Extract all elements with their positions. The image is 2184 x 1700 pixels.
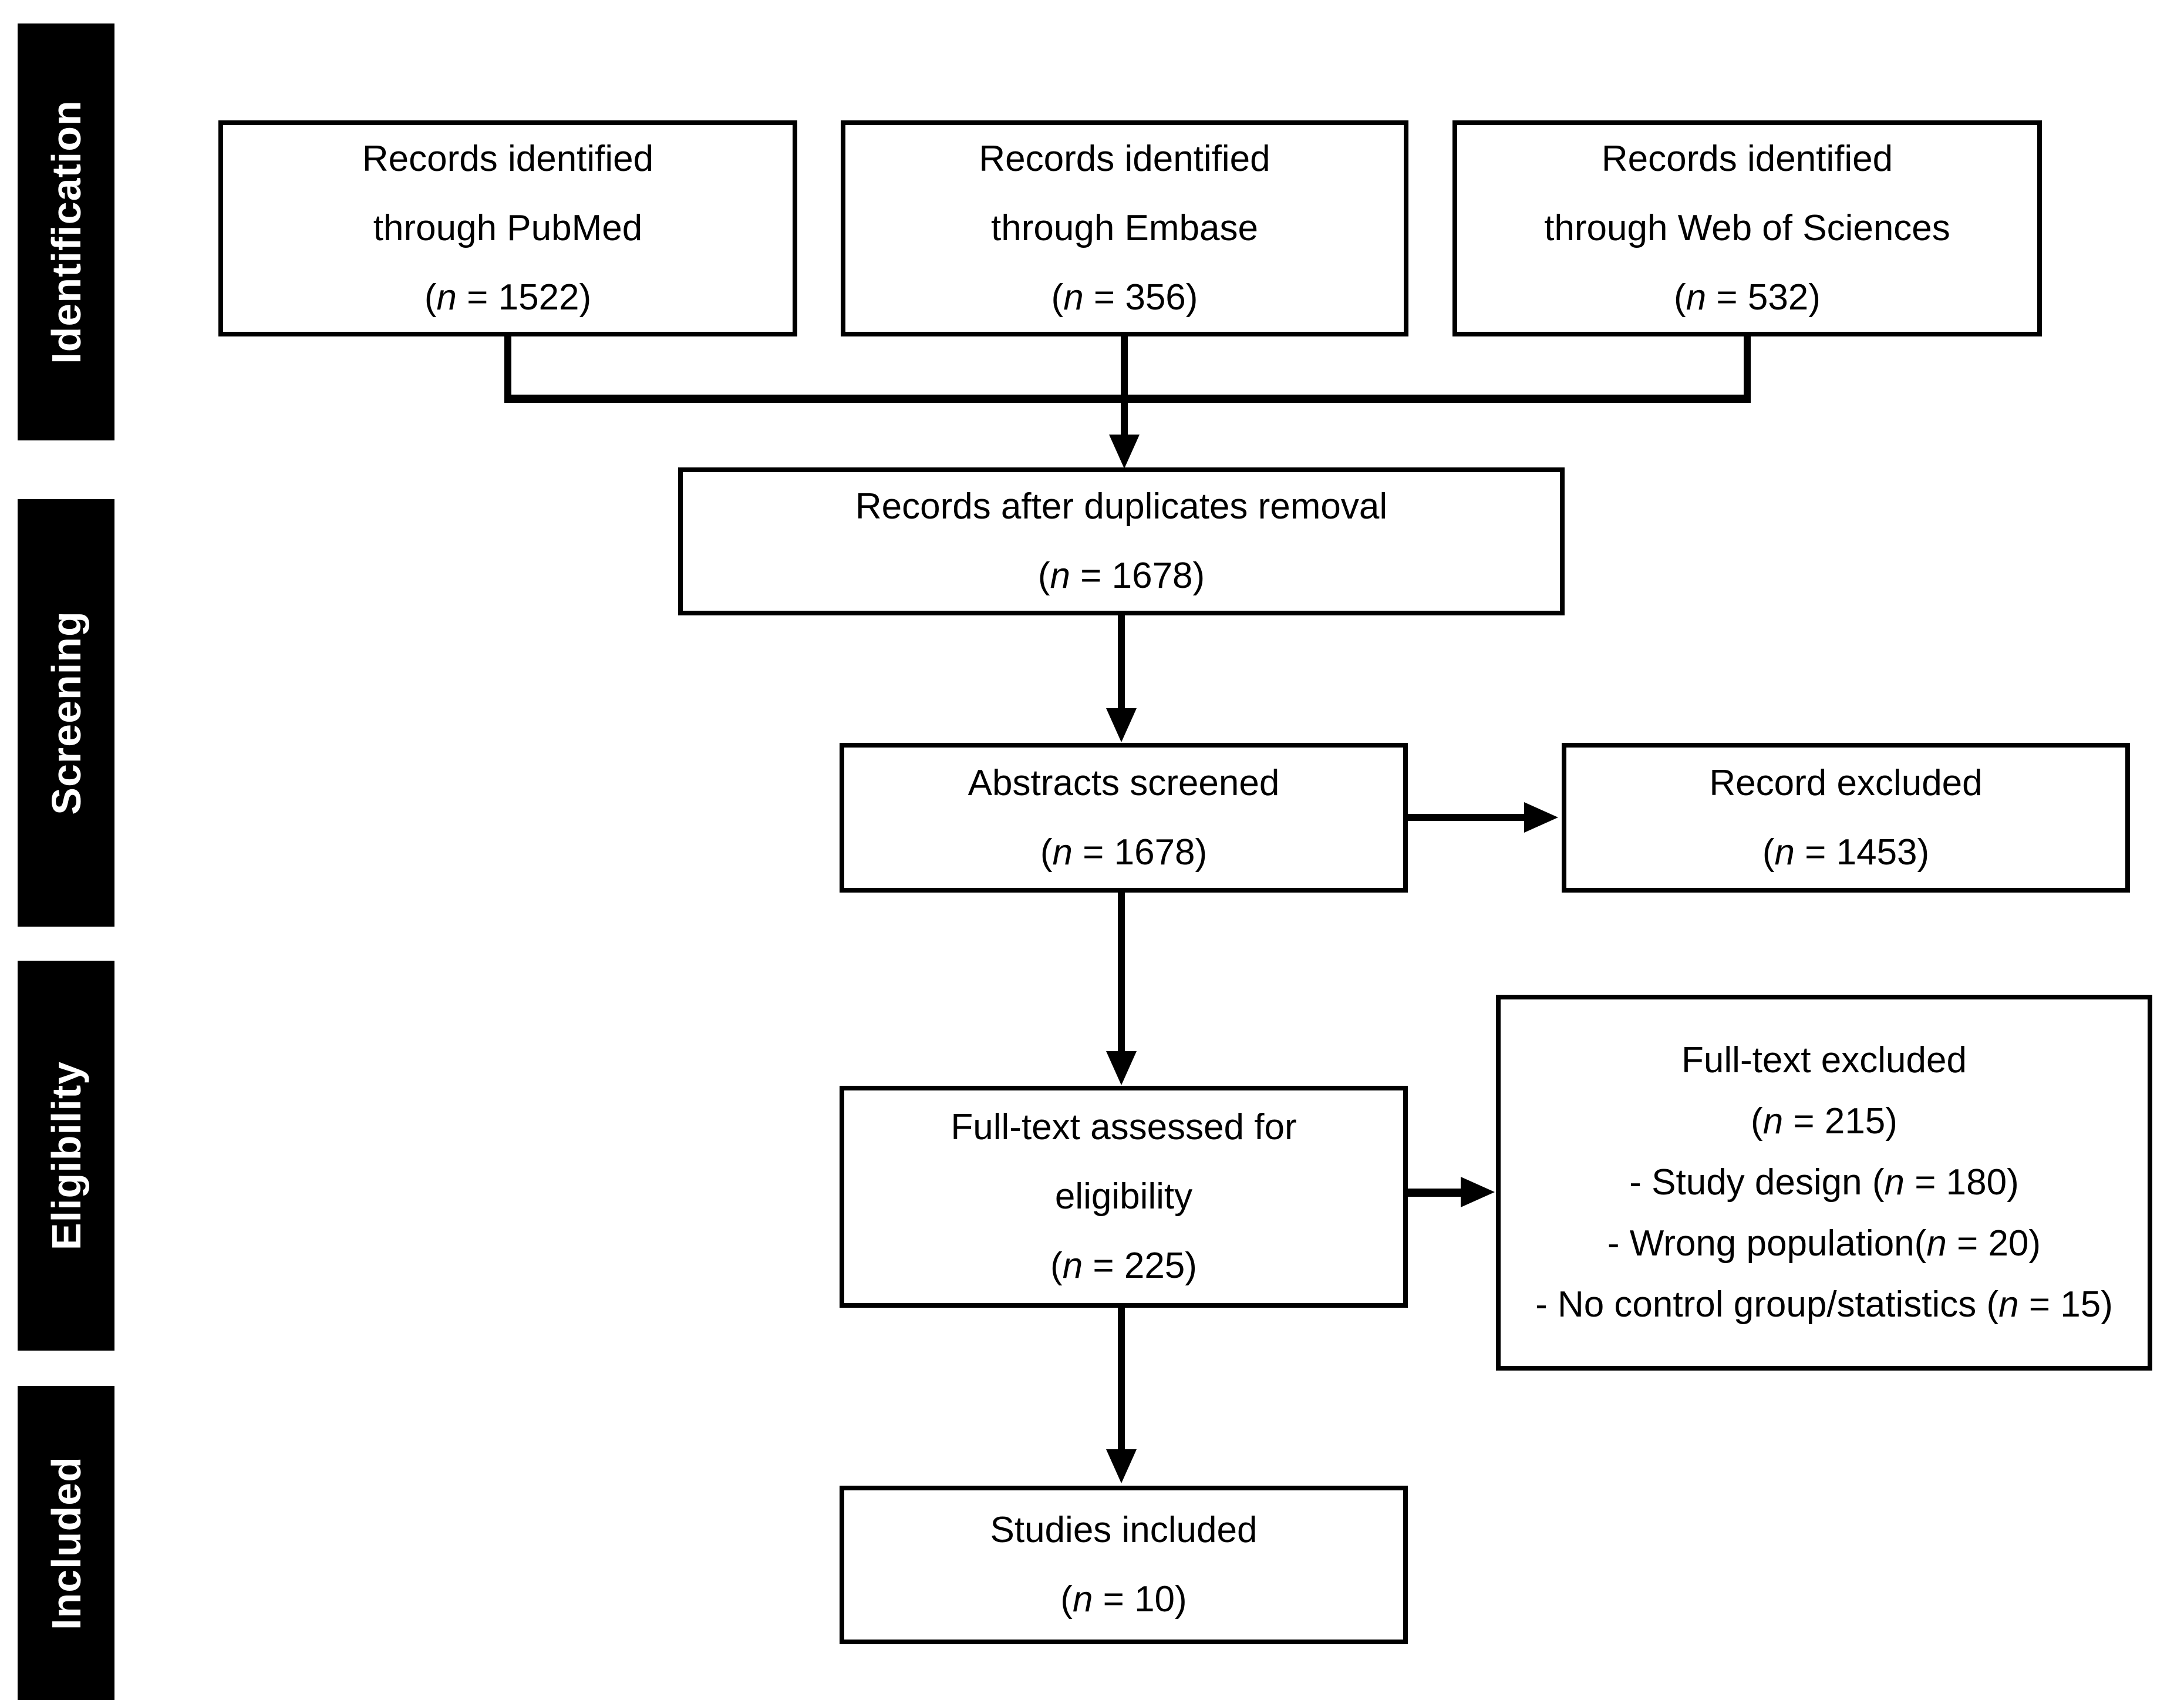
stage-bar-screening: Screening — [18, 499, 114, 927]
connector-embase-stub — [1121, 332, 1128, 440]
box-text-line: through Embase — [991, 208, 1258, 248]
box-count-line: (n = 1522) — [424, 277, 592, 318]
exclusion-reason-wrong-population: - Wrong population(n = 20) — [1501, 1213, 2148, 1274]
box-text-line: eligibility — [1054, 1176, 1193, 1217]
box-count-line: (n = 1678) — [1037, 556, 1205, 596]
stage-bar-identification: Identification — [18, 23, 114, 440]
box-records-embase: Records identified through Embase (n = 3… — [841, 120, 1408, 336]
box-fulltext-assessed: Full-text assessed for eligibility (n = … — [840, 1086, 1408, 1308]
box-duplicates-removed: Records after duplicates removal (n = 16… — [678, 467, 1565, 615]
box-count-line: (n = 225) — [1050, 1245, 1197, 1286]
arrow-duplicates-to-abstracts — [1118, 611, 1125, 711]
exclusion-reason-no-control-group: - No control group/statistics (n = 15) — [1501, 1274, 2148, 1335]
box-text-line: Studies included — [990, 1510, 1258, 1550]
box-text-line: Records identified — [362, 139, 654, 179]
box-text-line: Records after duplicates removal — [855, 486, 1388, 527]
box-count-line: (n = 1678) — [1040, 832, 1208, 873]
connector-merge-bar — [504, 395, 1751, 403]
connector-pubmed-stub — [504, 332, 511, 398]
arrow-abstracts-to-excluded — [1404, 814, 1525, 821]
box-fulltext-excluded: Full-text excluded (n = 215) - Study des… — [1496, 995, 2152, 1371]
box-text-line: through Web of Sciences — [1544, 208, 1950, 248]
arrowhead-into-duplicates — [1109, 435, 1140, 469]
stage-label-eligibility: Eligibility — [43, 1061, 89, 1251]
stage-label-included: Included — [43, 1456, 89, 1630]
box-count-line: (n = 532) — [1674, 277, 1821, 318]
reason-text: - Wrong population — [1607, 1223, 1915, 1264]
arrow-fulltext-to-included — [1118, 1304, 1125, 1452]
arrow-fulltext-to-excluded — [1404, 1189, 1463, 1197]
box-text-line: through PubMed — [373, 208, 643, 248]
arrowhead-into-fulltext — [1106, 1051, 1137, 1085]
box-count-line: (n = 1453) — [1762, 832, 1930, 873]
box-record-excluded: Record excluded (n = 1453) — [1562, 743, 2130, 893]
arrowhead-into-fulltext-excluded — [1461, 1177, 1495, 1207]
box-abstracts-screened: Abstracts screened (n = 1678) — [840, 743, 1408, 893]
reason-text: - No control group/statistics — [1535, 1284, 1987, 1325]
box-text-line: Full-text assessed for — [951, 1107, 1297, 1147]
box-count-line: (n = 356) — [1051, 277, 1198, 318]
reason-count: (n = 15) — [1986, 1284, 2113, 1325]
stage-label-identification: Identification — [43, 100, 89, 364]
box-records-pubmed: Records identified through PubMed (n = 1… — [218, 120, 797, 336]
arrowhead-into-record-excluded — [1524, 802, 1558, 833]
exclusion-reason-study-design: - Study design (n = 180) — [1501, 1152, 2148, 1213]
box-count-line: (n = 10) — [1060, 1579, 1187, 1620]
box-records-web-of-sciences: Records identified through Web of Scienc… — [1452, 120, 2042, 336]
reason-text: - Study design — [1629, 1162, 1872, 1203]
reason-count: (n = 20) — [1914, 1223, 2041, 1264]
stage-bar-included: Included — [18, 1386, 114, 1700]
box-text-line: Abstracts screened — [968, 762, 1280, 803]
arrow-abstracts-to-fulltext — [1118, 888, 1125, 1053]
connector-wos-stub — [1744, 332, 1751, 398]
stage-bar-eligibility: Eligibility — [18, 961, 114, 1351]
box-text-line: Full-text excluded — [1681, 1040, 1967, 1080]
box-studies-included: Studies included (n = 10) — [840, 1486, 1408, 1644]
box-count-line: (n = 215) — [1751, 1101, 1897, 1142]
reason-count: (n = 180) — [1872, 1162, 2019, 1203]
arrowhead-into-included — [1106, 1449, 1137, 1483]
box-text-line: Records identified — [979, 139, 1270, 179]
box-text-line: Record excluded — [1709, 762, 1983, 803]
stage-label-screening: Screening — [43, 611, 89, 815]
box-text-line: Records identified — [1601, 139, 1893, 179]
arrowhead-into-abstracts — [1106, 708, 1137, 742]
